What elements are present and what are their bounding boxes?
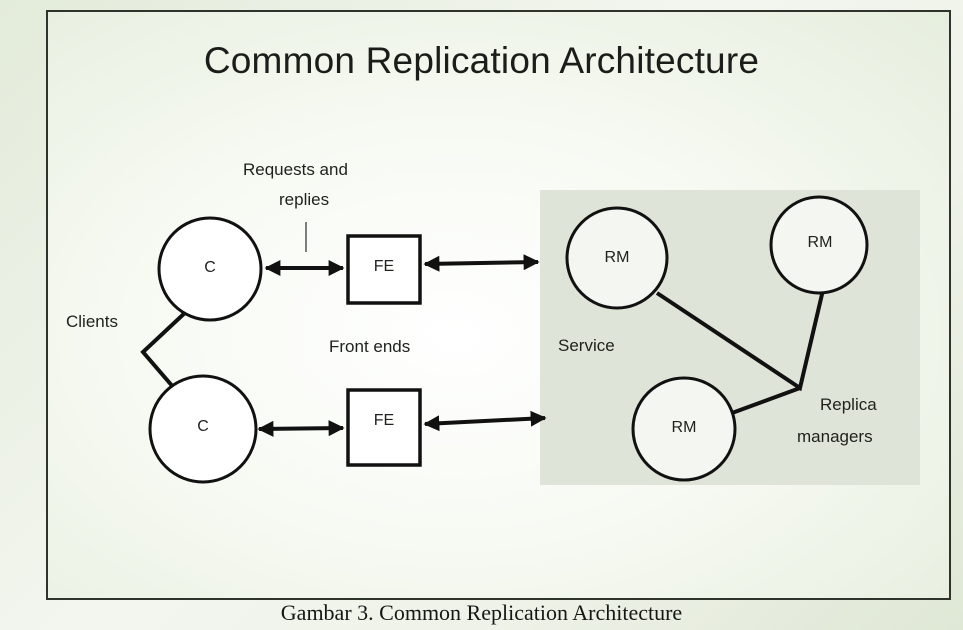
client-top-text: C xyxy=(204,259,216,276)
figure-caption: Gambar 3. Common Replication Architectur… xyxy=(280,600,683,625)
service-label: Service xyxy=(558,336,615,355)
replies-label: replies xyxy=(279,190,330,209)
fe-top-text: FE xyxy=(373,258,395,275)
rm-bottom-text: RM xyxy=(671,419,697,436)
client-node-bottom xyxy=(148,374,258,484)
client-bottom-text: C xyxy=(197,418,209,435)
front-ends-label: Front ends xyxy=(329,337,411,356)
fe-service-top-arrow xyxy=(423,254,540,272)
requests-label: Requests and xyxy=(243,160,348,179)
slide-title: Common Replication Architecture xyxy=(203,40,760,81)
rm-node-left xyxy=(565,206,669,310)
rm-left-text: RM xyxy=(604,249,630,266)
rm-right-text: RM xyxy=(807,234,833,251)
fe-bottom-text: FE xyxy=(373,412,395,429)
rm-node-bottom xyxy=(631,376,737,482)
replica-link-line-bottom xyxy=(731,386,801,415)
clients-label: Clients xyxy=(66,312,118,331)
replica-label: Replica xyxy=(820,395,877,414)
client-fe-bottom-arrow xyxy=(257,420,345,437)
fe-box-top xyxy=(346,234,422,305)
client-link-line xyxy=(140,308,190,397)
rm-node-right xyxy=(769,195,869,295)
fe-service-bottom-arrow xyxy=(423,410,547,432)
managers-label: managers xyxy=(797,427,873,446)
fe-box-bottom xyxy=(346,388,422,467)
client-node-top xyxy=(157,216,263,322)
replica-link-line xyxy=(655,289,825,392)
